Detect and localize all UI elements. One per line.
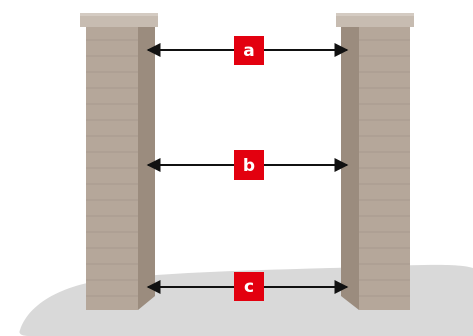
measurement-b: b [146, 150, 349, 180]
label-b: b [243, 156, 255, 176]
label-c: c [244, 277, 254, 297]
left-pillar-side [138, 26, 155, 310]
right-pillar [336, 13, 414, 310]
label-a: a [243, 41, 254, 61]
measurement-c: c [146, 272, 349, 301]
right-pillar-side [341, 26, 359, 310]
measurement-a: a [146, 36, 349, 65]
right-pillar-cap-top [336, 13, 414, 16]
left-pillar-cap-top [80, 13, 158, 16]
left-pillar [80, 13, 158, 310]
right-pillar-cap [336, 13, 414, 27]
label-a-box [234, 36, 264, 65]
left-pillar-cap [80, 13, 158, 27]
label-b-box [234, 150, 264, 180]
label-c-box [234, 272, 264, 301]
